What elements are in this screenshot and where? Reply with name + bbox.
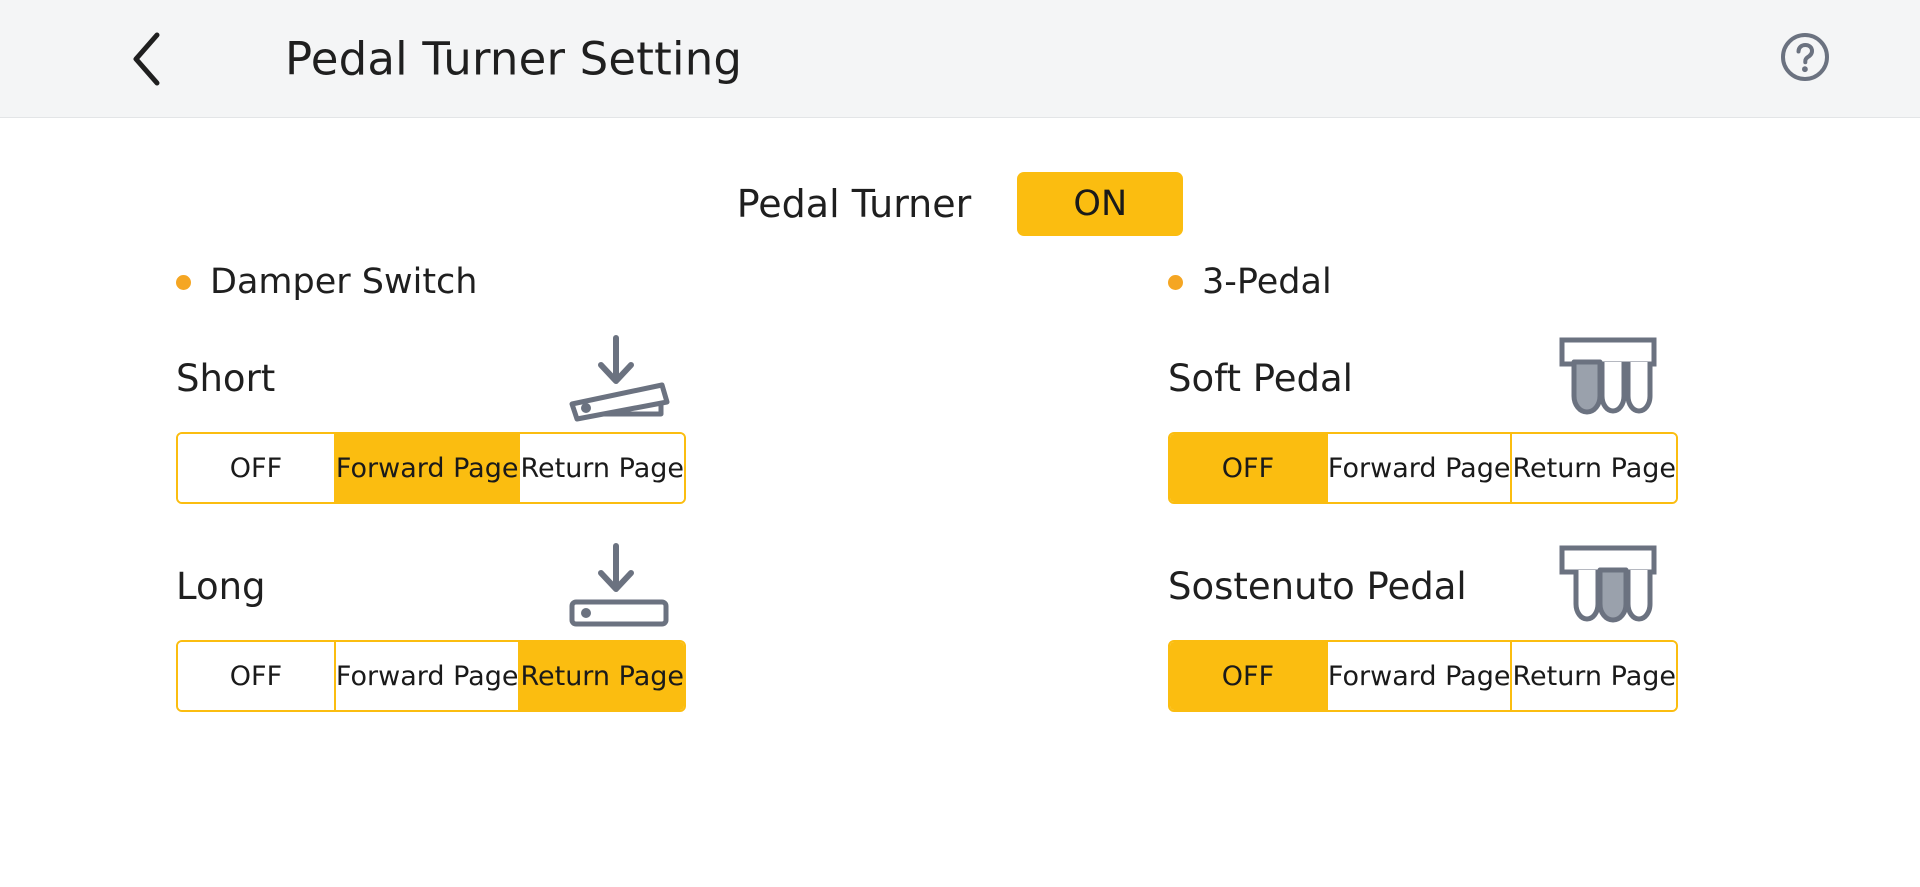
pedal-label-soft-pedal: Soft Pedal <box>1168 356 1353 400</box>
segment-sostenuto-pedal-forward-page[interactable]: Forward Page <box>1327 642 1513 710</box>
segment-short-forward-page[interactable]: Forward Page <box>335 434 521 502</box>
pedal-label-long: Long <box>176 564 266 608</box>
segment-short-off[interactable]: OFF <box>178 434 336 502</box>
damper-pedal-flat-icon <box>546 540 686 632</box>
back-button[interactable] <box>118 31 174 87</box>
section-title-damper-switch: Damper Switch <box>210 262 478 302</box>
segment-long-off[interactable]: OFF <box>178 642 336 710</box>
pedal-row-short: Short <box>176 330 686 426</box>
bullet-dot-icon <box>1168 274 1183 290</box>
segmented-control-soft-pedal: OFF Forward Page Return Page <box>1168 432 1678 504</box>
section-header-damper-switch: Damper Switch <box>176 262 960 302</box>
segment-sostenuto-pedal-return-page[interactable]: Return Page <box>1512 642 1676 710</box>
pedal-row-sostenuto-pedal: Sostenuto Pedal <box>1168 538 1678 634</box>
segment-short-return-page[interactable]: Return Page <box>520 434 684 502</box>
three-pedal-middle-highlighted-icon <box>1538 540 1678 632</box>
help-circle-icon <box>1779 31 1831 87</box>
segment-soft-pedal-forward-page[interactable]: Forward Page <box>1327 434 1513 502</box>
pedal-group-short: Short OFF Forward Page Return Page <box>176 330 960 504</box>
segmented-control-long: OFF Forward Page Return Page <box>176 640 686 712</box>
segmented-control-sostenuto-pedal: OFF Forward Page Return Page <box>1168 640 1678 712</box>
segment-long-forward-page[interactable]: Forward Page <box>335 642 521 710</box>
pedal-row-soft-pedal: Soft Pedal <box>1168 330 1678 426</box>
pedal-turner-toggle-button[interactable]: ON <box>1017 172 1184 236</box>
page-title: Pedal Turner Setting <box>285 32 743 85</box>
help-button[interactable] <box>1778 32 1832 86</box>
pedal-turner-label: Pedal Turner <box>736 182 972 226</box>
settings-columns: Damper Switch Short OFF Forward Pa <box>0 262 1920 712</box>
segment-soft-pedal-off[interactable]: OFF <box>1170 434 1328 502</box>
three-pedal-left-highlighted-icon <box>1538 332 1678 424</box>
section-header-three-pedal: 3-Pedal <box>1168 262 1332 302</box>
app-header: Pedal Turner Setting <box>0 0 1920 118</box>
section-title-three-pedal: 3-Pedal <box>1202 262 1332 302</box>
bullet-dot-icon <box>176 274 191 290</box>
section-three-pedal: 3-Pedal Soft Pedal OFF Forward Page Ret <box>284 262 1678 712</box>
pedal-row-long: Long <box>176 538 686 634</box>
segment-soft-pedal-return-page[interactable]: Return Page <box>1512 434 1676 502</box>
segment-long-return-page[interactable]: Return Page <box>520 642 684 710</box>
pedal-group-soft-pedal: Soft Pedal OFF Forward Page Return Page <box>1168 330 1678 504</box>
pedal-label-sostenuto-pedal: Sostenuto Pedal <box>1168 564 1467 608</box>
chevron-left-icon <box>129 31 163 87</box>
pedal-group-long: Long OFF Forward Page Return Page <box>176 538 960 712</box>
pedal-label-short: Short <box>176 356 276 400</box>
pedal-turner-master-row: Pedal Turner ON <box>0 172 1920 236</box>
segment-sostenuto-pedal-off[interactable]: OFF <box>1170 642 1328 710</box>
segmented-control-short: OFF Forward Page Return Page <box>176 432 686 504</box>
section-damper-switch: Damper Switch Short OFF Forward Pa <box>0 262 960 712</box>
damper-pedal-tilted-icon <box>546 332 686 424</box>
pedal-group-sostenuto-pedal: Sostenuto Pedal OFF Forward Page Return … <box>1168 538 1678 712</box>
